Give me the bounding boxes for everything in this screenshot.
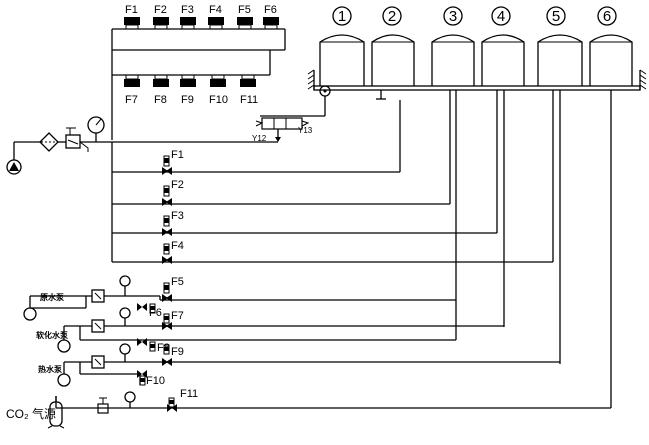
tank-downpipes [160, 90, 612, 408]
line-valve-label-f4: F4 [171, 240, 184, 252]
top-label-f1: F1 [125, 4, 138, 16]
pump-gauge-1 [119, 275, 131, 287]
line-valve-f2[interactable] [162, 185, 172, 206]
valve-top-f8[interactable] [153, 74, 169, 87]
line-valve-label-f5: F5 [171, 276, 184, 288]
line-valve-label-f9: F9 [171, 346, 184, 358]
tank-4: 4 [481, 6, 525, 86]
pump-icon-3 [57, 373, 71, 387]
pump-group-hot-water: 热水泵 [38, 343, 560, 387]
line-valve-label-f7: F7 [171, 310, 184, 322]
pulley [319, 85, 331, 116]
top-label-f6: F6 [264, 4, 277, 16]
tank-rail [307, 69, 647, 91]
pump-label-3: 热水泵 [38, 364, 62, 374]
pump-group-softened-water: 软化水泵 [36, 300, 504, 353]
line-valves: F1 F2 F3 F4 F5 [162, 149, 184, 302]
pump-label-2: 软化水泵 [36, 330, 68, 340]
pump-group-raw-water: 原水泵 [23, 275, 161, 321]
tank-1-label: 1 [338, 8, 346, 25]
valve-top-f7[interactable] [124, 74, 140, 87]
regulator-icon [65, 127, 89, 152]
top-label-f5: F5 [238, 4, 251, 16]
pump-icon-2 [57, 339, 71, 353]
top-label-f9: F9 [181, 94, 194, 106]
air-inlet [6, 116, 278, 175]
tank-5: 5 [537, 6, 583, 86]
tank-6-label: 6 [603, 8, 611, 25]
co2-gas-source: CO₂ 气源 F11 [6, 388, 611, 429]
valve-top-f4[interactable] [208, 17, 224, 30]
tank-row: 1 2 3 4 5 6 [307, 6, 647, 116]
pump-label-1: 原水泵 [40, 292, 64, 302]
valve-top-f10[interactable] [210, 74, 226, 87]
top-label-f10: F10 [209, 94, 228, 106]
tank-1: 1 [319, 6, 365, 86]
valve-top-f11[interactable] [240, 74, 256, 87]
tank-2-stop [376, 90, 386, 100]
valve-top-f9[interactable] [180, 74, 196, 87]
valve-top-f1[interactable] [124, 17, 140, 30]
line-valve-label-f3: F3 [171, 210, 184, 222]
upper-valve-labels: F1 F2 F3 F4 F5 F6 [125, 4, 277, 16]
top-label-f11: F11 [240, 94, 258, 106]
top-label-f7: F7 [125, 94, 138, 106]
co2-label: CO₂ 气源 [6, 406, 56, 421]
line-valve-label-f1: F1 [171, 149, 184, 161]
line-valve-label-f2: F2 [171, 179, 184, 191]
tank-4-label: 4 [497, 8, 505, 25]
line-valve-f1[interactable] [162, 155, 172, 175]
line-valve-label-f11: F11 [180, 388, 198, 400]
pump-groups: 原水泵 软化水泵 [23, 275, 560, 387]
top-label-f8: F8 [154, 94, 167, 106]
line-valve-f3[interactable] [162, 215, 172, 236]
actuator-label-left: Y12 [252, 134, 267, 143]
line-valve-f9[interactable] [162, 344, 172, 366]
line-valve-f11[interactable] [167, 397, 177, 412]
lower-valve-row [124, 74, 256, 87]
pump-icon-1 [23, 307, 37, 321]
distribution-lines [111, 90, 554, 263]
tank-5-label: 5 [552, 8, 560, 25]
filter-icon [39, 132, 59, 152]
tank-6: 6 [589, 6, 633, 86]
line-valve-label-f10: F10 [146, 375, 165, 387]
tank-2: 2 [371, 6, 415, 86]
line-valve-f6[interactable] [137, 303, 156, 314]
valve-top-f2[interactable] [153, 17, 169, 30]
upper-valve-row [124, 17, 279, 30]
pressure-gauge-icon [87, 116, 105, 134]
compressor-icon [6, 159, 22, 175]
co2-gauge-icon [124, 391, 136, 408]
valve-top-f5[interactable] [237, 17, 253, 30]
actuator-label-right: Y13 [298, 126, 313, 135]
top-label-f3: F3 [181, 4, 194, 16]
cylinder-actuator: Y12 Y13 [252, 115, 325, 143]
line-valve-f8[interactable] [137, 338, 156, 352]
valve-top-f3[interactable] [180, 17, 196, 30]
line-valve-f4[interactable] [162, 243, 172, 264]
tank-2-label: 2 [388, 8, 396, 25]
lower-valve-labels: F7 F8 F9 F10 F11 [125, 94, 258, 106]
top-label-f4: F4 [209, 4, 222, 16]
tank-3-label: 3 [449, 8, 457, 25]
line-valve-f7[interactable] [162, 313, 172, 330]
tank-3: 3 [431, 6, 475, 86]
co2-regulator-icon [97, 397, 109, 414]
line-valve-f5[interactable] [162, 282, 172, 302]
pump-gauge-2 [119, 307, 131, 319]
top-valve-manifold: F1 F2 F3 F4 F5 F6 F7 F8 F9 F10 F11 [111, 4, 286, 140]
line-valve-f10[interactable] [137, 370, 147, 386]
top-label-f2: F2 [154, 4, 167, 16]
line-valve-label-f6: F6 [149, 307, 162, 319]
pump-gauge-3 [119, 343, 131, 355]
valve-top-f6[interactable] [263, 17, 279, 30]
